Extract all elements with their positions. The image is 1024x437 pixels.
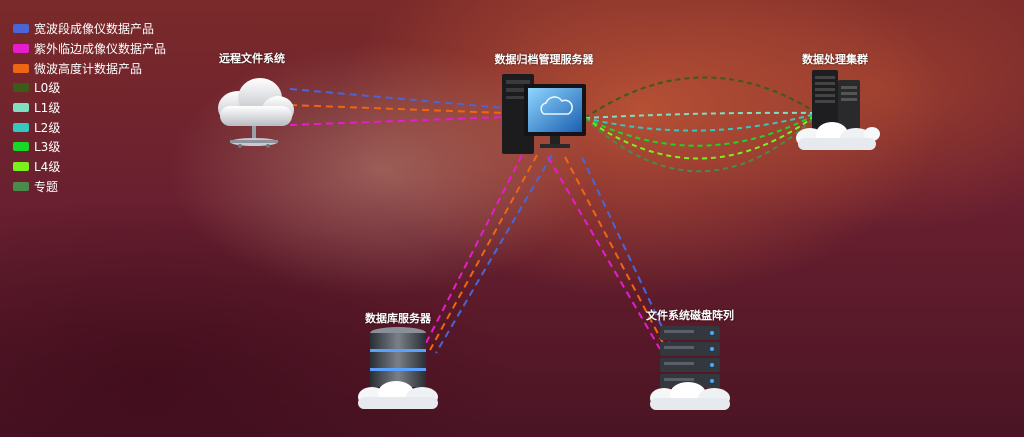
legend-swatch: [13, 181, 29, 191]
legend-item-l2[interactable]: L2级: [13, 117, 166, 137]
legend-item-l0[interactable]: L0级: [13, 78, 166, 98]
legend-item-l3[interactable]: L3级: [13, 137, 166, 157]
link-cluster-l3: [584, 114, 816, 147]
link-remote-uv-limb: [289, 116, 506, 126]
disk-array-label: 文件系统磁盘阵列: [646, 309, 734, 322]
link-cluster-l2: [584, 113, 816, 132]
legend-swatch: [13, 103, 29, 113]
server-cluster-icon[interactable]: [792, 68, 880, 154]
legend-item-thematic[interactable]: 专题: [13, 177, 166, 197]
link-cluster-l1: [584, 111, 816, 119]
link-db-wideband: [435, 154, 553, 354]
cloud-server-icon[interactable]: [210, 72, 300, 152]
legend-swatch: [13, 122, 29, 132]
legend-swatch: [13, 142, 29, 152]
archive-server-icon[interactable]: [500, 70, 590, 158]
legend-label: L1级: [34, 101, 61, 116]
legend-label: L4级: [34, 160, 61, 175]
database-server-label: 数据库服务器: [365, 312, 431, 325]
legend-swatch: [13, 162, 29, 172]
legend-label: 宽波段成像仪数据产品: [34, 22, 155, 37]
legend-label: L3级: [34, 140, 61, 155]
legend-label: 紫外临边成像仪数据产品: [34, 42, 167, 57]
link-cluster-l0: [584, 76, 816, 119]
link-cluster-l4: [584, 115, 816, 160]
legend-label: 专题: [34, 179, 59, 194]
legend-item-l1[interactable]: L1级: [13, 98, 166, 118]
link-remote-altimeter: [289, 104, 506, 114]
link-db-uv-limb: [423, 154, 523, 348]
database-server-icon[interactable]: [356, 325, 442, 415]
archive-server-label: 数据归档管理服务器: [494, 53, 594, 66]
legend-item-l4[interactable]: L4级: [13, 157, 166, 177]
remote-fs-label: 远程文件系统: [219, 52, 285, 65]
link-disk-wideband: [581, 156, 671, 345]
processing-cluster-label: 数据处理集群: [802, 53, 868, 66]
legend-swatch: [13, 24, 29, 34]
link-disk-uv-limb: [547, 156, 661, 350]
legend-swatch: [13, 63, 29, 73]
link-cluster-thematic: [584, 116, 816, 173]
legend-item-wideband[interactable]: 宽波段成像仪数据产品: [13, 19, 166, 39]
legend-item-altimeter[interactable]: 微波高度计数据产品: [13, 58, 166, 78]
link-remote-wideband: [289, 88, 506, 109]
legend-swatch: [13, 83, 29, 93]
legend-swatch: [13, 44, 29, 54]
legend: 宽波段成像仪数据产品 紫外临边成像仪数据产品 微波高度计数据产品 L0级 L1级…: [13, 19, 166, 196]
link-db-altimeter: [429, 154, 538, 351]
disk-array-icon[interactable]: [648, 324, 734, 414]
legend-label: L2级: [34, 120, 61, 135]
legend-item-uv-limb[interactable]: 紫外临边成像仪数据产品: [13, 39, 166, 59]
legend-label: L0级: [34, 81, 61, 96]
legend-label: 微波高度计数据产品: [34, 61, 143, 76]
